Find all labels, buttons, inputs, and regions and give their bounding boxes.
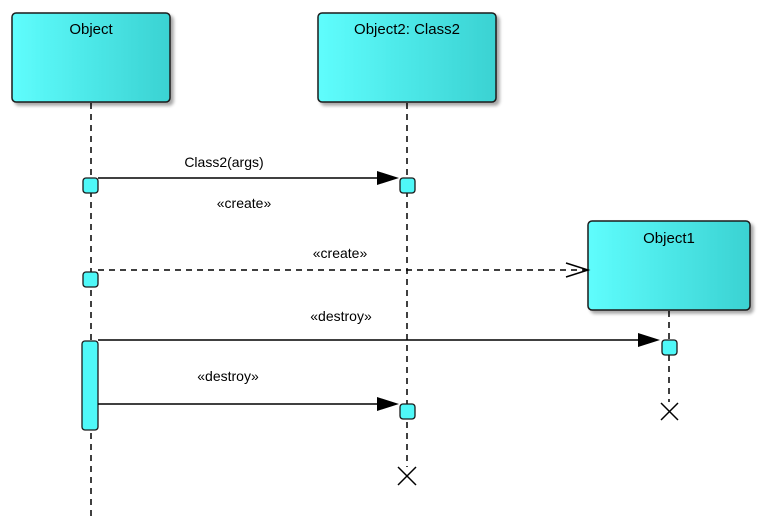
lifeline-object1-destroy-mark: [660, 402, 679, 421]
lifeline-object2[interactable]: Object2: Class2: [317, 12, 497, 486]
message-create-object1[interactable]: «create»: [82, 245, 591, 288]
message-create-object1-arrowhead: [565, 262, 591, 278]
message-class2-args-stereotype: «create»: [217, 195, 272, 211]
message-class2-args[interactable]: Class2(args) «create»: [82, 154, 416, 211]
lifeline-object-label: Object: [69, 21, 113, 38]
lifeline-object1-label: Object1: [643, 230, 695, 247]
message-class2-args-label: Class2(args): [184, 154, 263, 170]
lifeline-object2-box[interactable]: [317, 12, 497, 103]
message-destroy-object2[interactable]: «destroy»: [98, 368, 416, 420]
execution-spec-object-2: [82, 271, 99, 288]
message-destroy-object1-arrowhead: [638, 333, 660, 347]
lifeline-object1-box[interactable]: [587, 220, 751, 311]
lifeline-object-box[interactable]: [11, 12, 171, 103]
message-destroy-object1[interactable]: «destroy»: [98, 308, 678, 356]
execution-spec-object2-2: [399, 403, 416, 420]
execution-spec-object2-1: [399, 177, 416, 194]
execution-spec-object-1: [82, 177, 99, 194]
message-class2-args-arrowhead: [377, 171, 399, 185]
activation-bar-object: [81, 340, 99, 431]
lifeline-object1[interactable]: Object1: [587, 220, 751, 421]
message-destroy-object2-label: «destroy»: [197, 368, 259, 384]
message-destroy-object2-arrowhead: [377, 397, 399, 411]
message-destroy-object1-label: «destroy»: [310, 308, 372, 324]
message-create-object1-label: «create»: [313, 245, 368, 261]
lifeline-object2-label: Object2: Class2: [354, 21, 460, 38]
lifeline-object2-destroy-mark: [397, 466, 417, 486]
lifeline-object[interactable]: Object: [11, 12, 171, 519]
execution-spec-object1-1: [661, 339, 678, 356]
